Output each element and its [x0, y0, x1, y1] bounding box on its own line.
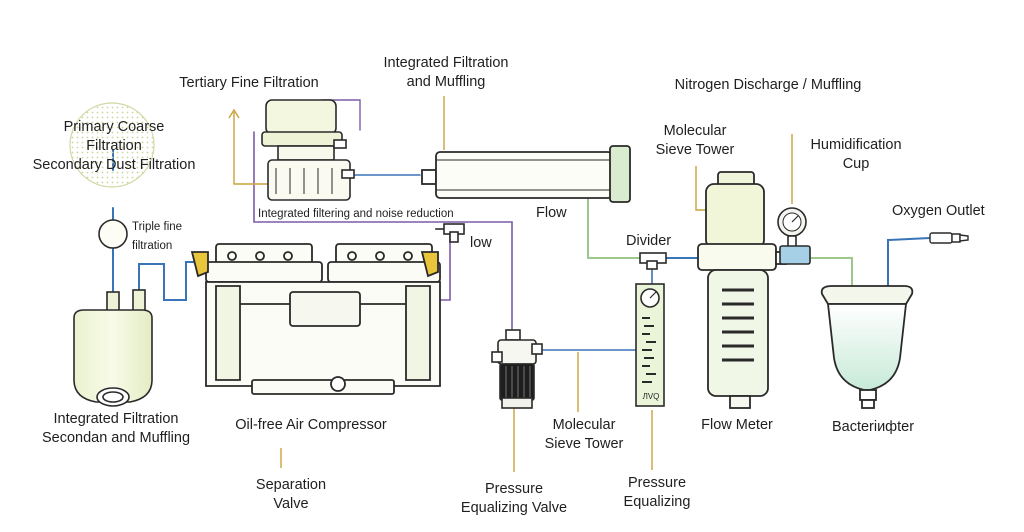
label-flow: Flow: [536, 205, 567, 221]
pipe-cup-to-outlet: [887, 237, 931, 291]
pipe-cylinder-to-divider: [587, 197, 641, 259]
pipe-purple-loop: [253, 131, 513, 331]
label-integrated-top: Integrated Filtration and Muffling: [383, 55, 509, 90]
label-sieve-tower-top: Molecular Sieve Tower: [655, 123, 735, 158]
label-tertiary-filtration: Tertiary Fine Filtration: [179, 75, 319, 91]
label-flow-meter: Flow Meter: [701, 417, 773, 433]
label-bacteria-filter: Bacteriифter: [831, 419, 915, 435]
label-triple-fine: Triple fine filtration: [132, 221, 183, 252]
tee-fitting: [443, 223, 465, 243]
tertiary-filter: [261, 99, 355, 201]
label-separation-valve: Separation Valve: [255, 477, 327, 512]
label-divider: Divider: [626, 233, 672, 249]
intake-bottle: [73, 289, 153, 407]
pipe-tower-to-cup: [809, 257, 853, 291]
label-integrated-noise: Integrated filtering and noise reduction: [258, 208, 454, 220]
pressure-gauge: [777, 207, 811, 265]
air-compressor: [190, 243, 441, 395]
flow-meter-mark: ЛVQ: [642, 392, 660, 401]
coarse-filter-mesh: [69, 102, 155, 188]
pipe-purple-top: [321, 99, 361, 131]
label-primary-coarse: Primary Coarse Filtration Secondary Dust…: [32, 119, 196, 173]
sieve-tower: [697, 171, 787, 409]
muffler-cylinder: [421, 145, 631, 203]
label-humidification-cup: Humidification Cup: [810, 137, 902, 172]
label-integrated-bottom: Integrated Filtration Secondan and Muffl…: [41, 411, 191, 446]
bacteria-filter-cup: [820, 285, 914, 409]
label-pressure-equalizing: Pressure Equalizing: [623, 475, 691, 510]
divider-fitting: [639, 252, 667, 270]
leader-tertiary-arrow: [228, 108, 240, 119]
pressure-valve: [491, 329, 543, 409]
triple-fine-filter: [98, 219, 128, 249]
flow-meter-gauge: [635, 283, 665, 407]
label-oxygen-outlet: Oxygen Outlet: [892, 203, 985, 219]
pipe-bottle-to-compressor: [138, 261, 197, 301]
label-sieve-tower-bottom: Molecular Sieve Tower: [544, 417, 624, 452]
label-pressure-equalizing-valve: Pressure Equalizing Valve: [460, 481, 568, 516]
oxygen-outlet-nozzle: [929, 232, 969, 244]
label-nitrogen-discharge: Nitrogen Discharge / Muffling: [674, 77, 862, 93]
label-compressor: Oil-free Air Compressor: [235, 417, 387, 433]
leader-lines: [228, 96, 793, 472]
leader-tertiary: [233, 112, 268, 185]
label-low: low: [470, 235, 492, 251]
